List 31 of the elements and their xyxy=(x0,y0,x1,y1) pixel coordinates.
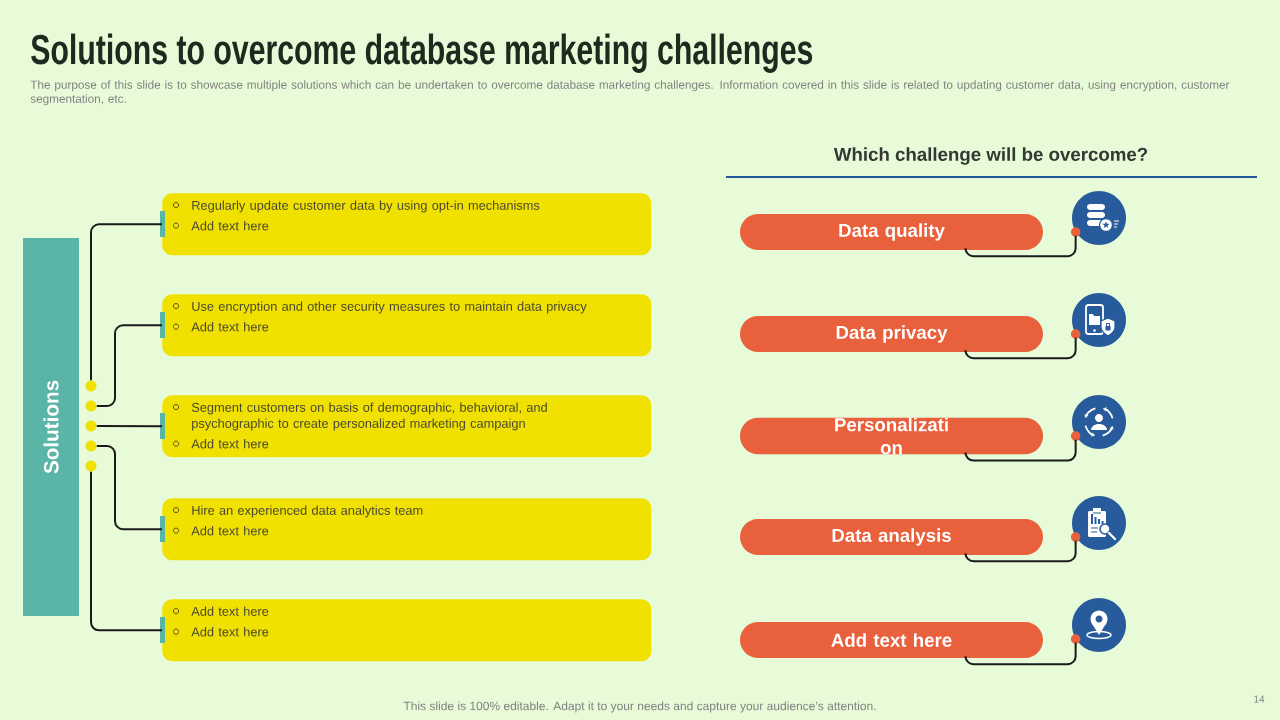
connector-line xyxy=(964,336,1077,360)
challenge-pill: Data quality xyxy=(740,214,1043,250)
connector-line xyxy=(964,641,1077,666)
bullet-text: Add text here xyxy=(191,439,269,449)
connector-line xyxy=(90,223,163,382)
challenge-pill: Data privacy xyxy=(740,316,1043,352)
page-number: 14 xyxy=(1254,695,1265,703)
bullet-text: Hire an experienced data analytics team xyxy=(192,505,423,518)
bullet-text: Regularly update customer data by using opt-in mechanisms xyxy=(192,200,540,213)
slide-title: Solutions to overcome database marketing challenges xyxy=(31,33,813,73)
bullet-text: Add text here xyxy=(191,322,269,332)
connector-line xyxy=(964,234,1077,258)
section-heading: Which challenge will be overcome? xyxy=(833,147,1148,165)
challenge-pill: Personalizati on xyxy=(740,417,1043,455)
connector-line xyxy=(90,470,163,632)
bullet-text: Segment customers on basis of demographic, behavioral, and psychographic to create personalized marketing campaign xyxy=(191,402,547,431)
connector-line xyxy=(95,425,163,428)
bullet-text: Add text here xyxy=(191,526,269,536)
connector-line xyxy=(95,445,163,531)
connector-line xyxy=(964,539,1077,563)
bullet-text: Use encryption and other security measures to maintain data privacy xyxy=(192,301,587,314)
solutions-band: Solutions xyxy=(23,238,79,616)
challenge-pill: Data analysis xyxy=(740,519,1043,555)
bullet-text: Add text here xyxy=(191,606,269,616)
bullet-text: Add text here xyxy=(191,627,269,637)
connector-line xyxy=(95,324,163,407)
description-text: The purpose of this slide is to showcase multiple solutions which can be undertaken to overcome database marketing challenges. Information covered in this slide is related to updating customer data, using encryption, customer segmentation, etc. xyxy=(30,80,1230,106)
footer-note: This slide is 100% editable. Adapt it to your needs and capture your audience’s attention. xyxy=(403,701,876,713)
connector-line xyxy=(964,438,1077,462)
challenge-pill: Add text here xyxy=(740,622,1043,658)
bullet-text: Add text here xyxy=(191,221,269,231)
